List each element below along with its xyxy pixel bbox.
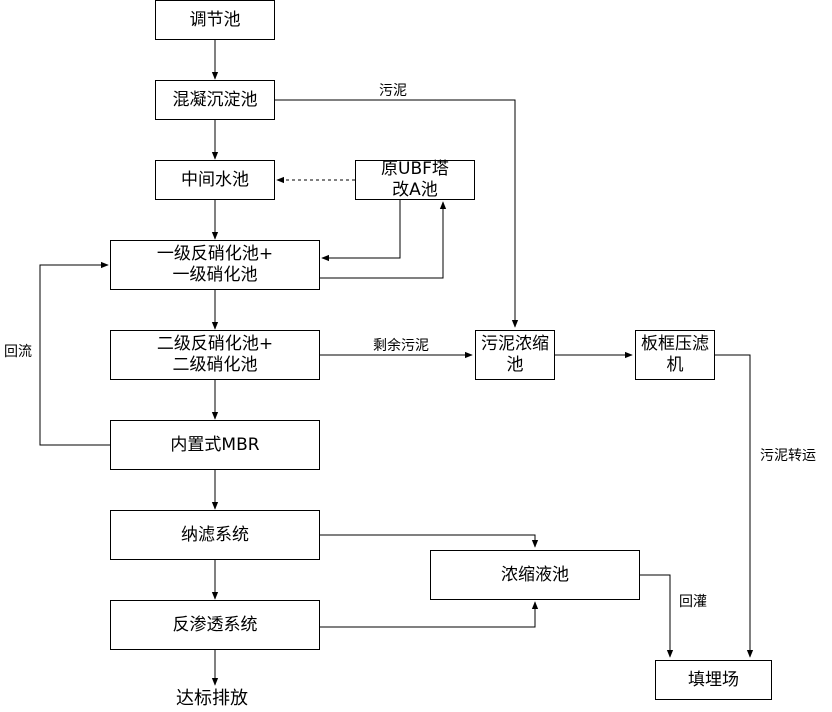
node-mbr: 内置式MBR bbox=[110, 420, 320, 470]
node-filter-press: 板框压滤 机 bbox=[635, 330, 715, 380]
edge-nano-concentrate bbox=[320, 534, 539, 548]
label-sludge-transport: 污泥转运 bbox=[760, 448, 816, 464]
node-intermediate-tank: 中间水池 bbox=[155, 160, 275, 200]
node-landfill: 填埋场 bbox=[655, 660, 772, 700]
node-regulating-tank: 调节池 bbox=[155, 0, 275, 40]
edge-reflux bbox=[39, 261, 110, 446]
node-ubf-tank: 原UBF塔 改A池 bbox=[355, 159, 475, 200]
label-sludge: 污泥 bbox=[379, 83, 407, 99]
label-recirculation: 回灌 bbox=[679, 594, 707, 610]
edge-press-landfill bbox=[715, 354, 754, 658]
edge-concentrate-landfill bbox=[640, 574, 674, 658]
edge-ro-concentrate bbox=[320, 601, 539, 628]
label-excess-sludge: 剩余污泥 bbox=[373, 338, 429, 354]
label-reflux: 回流 bbox=[4, 344, 32, 360]
node-discharge: 达标排放 bbox=[176, 688, 248, 709]
edge-stage1-ubf bbox=[320, 201, 447, 279]
edge-hunning-sludge bbox=[275, 99, 519, 328]
node-sludge-thickener: 污泥浓缩 池 bbox=[475, 330, 555, 380]
edge-ubf-stage1 bbox=[321, 200, 401, 262]
node-nanofiltration: 纳滤系统 bbox=[110, 510, 320, 560]
node-concentrate-tank: 浓缩液池 bbox=[430, 550, 640, 600]
node-coagulation-tank: 混凝沉淀池 bbox=[155, 80, 275, 120]
node-reverse-osmosis: 反渗透系统 bbox=[110, 600, 320, 650]
node-stage2: 二级反硝化池+ 二级硝化池 bbox=[110, 330, 320, 380]
node-stage1: 一级反硝化池+ 一级硝化池 bbox=[110, 240, 320, 290]
